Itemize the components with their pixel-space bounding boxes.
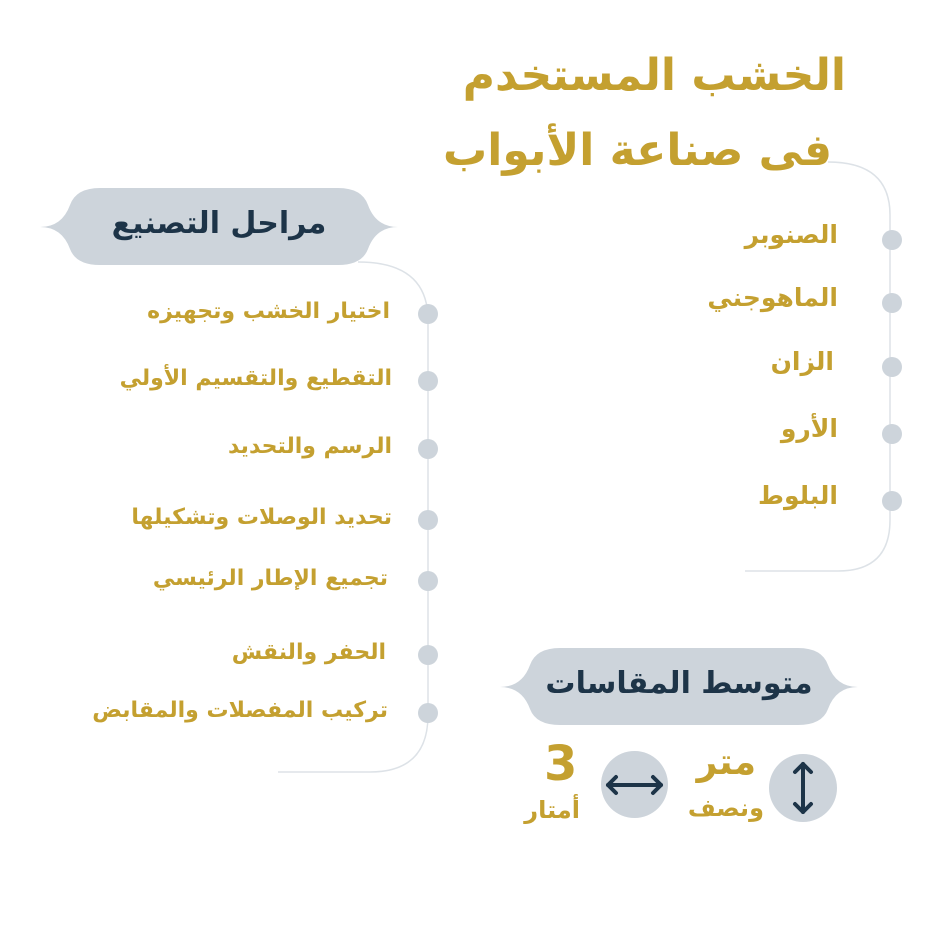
bullet-dot [418,571,438,591]
dimensions-heading: متوسط المقاسات [545,666,813,701]
width-value: 3 [544,736,578,792]
wood-type-item: الماهوجني [707,283,838,312]
stage-item: الرسم والتحديد [227,434,392,459]
bullet-dot [418,703,438,723]
stage-item: الحفر والنقش [231,640,386,665]
bullet-dot [418,439,438,459]
wood-type-item: الصنوبر [744,220,838,249]
bullet-dot [418,304,438,324]
height-value: متر [696,742,756,783]
height-suffix: ونصف [687,794,764,822]
wood-type-item: الزان [770,347,834,376]
stage-item: تجميع الإطار الرئيسي [152,566,388,591]
bullet-dot [418,371,438,391]
stage-item: التقطيع والتقسيم الأولي [119,366,392,391]
vertical-arrow-icon [769,754,837,822]
bullet-dot [882,230,902,250]
bullet-dot [418,510,438,530]
bullet-dot [882,293,902,313]
wood-type-item: البلوط [757,481,838,510]
stage-item: تركيب المفصلات والمقابض [92,698,388,723]
bullet-dot [418,645,438,665]
title-line-2: فى صناعة الأبواب [443,125,832,176]
title-line-1: الخشب المستخدم [462,50,846,101]
dimensions-banner-shape [500,648,858,725]
horizontal-arrow-icon [601,751,668,818]
bullet-dot [882,424,902,444]
bullet-dot [882,491,902,511]
bullet-dot [882,357,902,377]
stages-banner-shape [40,188,398,265]
wood-type-item: الأرو [780,414,838,443]
width-suffix: أمتار [524,796,580,824]
stage-item: اختيار الخشب وتجهيزه [147,299,390,324]
stage-item: تحديد الوصلات وتشكيلها [131,505,392,530]
stages-heading: مراحل التصنيع [111,206,327,241]
